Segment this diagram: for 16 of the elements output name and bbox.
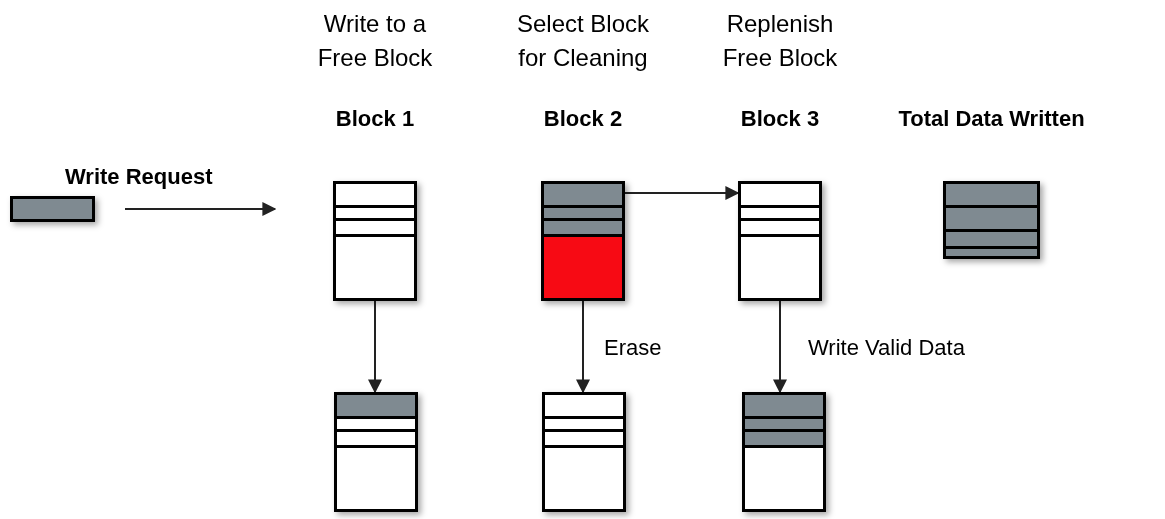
arrow (624, 186, 740, 200)
block-heading: Total Data Written (898, 105, 1085, 133)
arrow (368, 300, 382, 394)
arrow (773, 300, 787, 394)
step-caption: Write to a Free Block (316, 9, 434, 73)
block-heading: Block 1 (335, 105, 415, 133)
arrow (576, 300, 590, 394)
block-heading: Block 3 (740, 105, 820, 133)
memory-block (542, 392, 626, 512)
block-heading: Block 2 (543, 105, 623, 133)
memory-block (742, 392, 826, 512)
arrow (124, 202, 277, 216)
step-caption: Select Block for Cleaning (515, 9, 651, 73)
memory-block (334, 392, 418, 512)
step-caption: Replenish Free Block (721, 9, 839, 73)
data-bar (10, 196, 95, 222)
